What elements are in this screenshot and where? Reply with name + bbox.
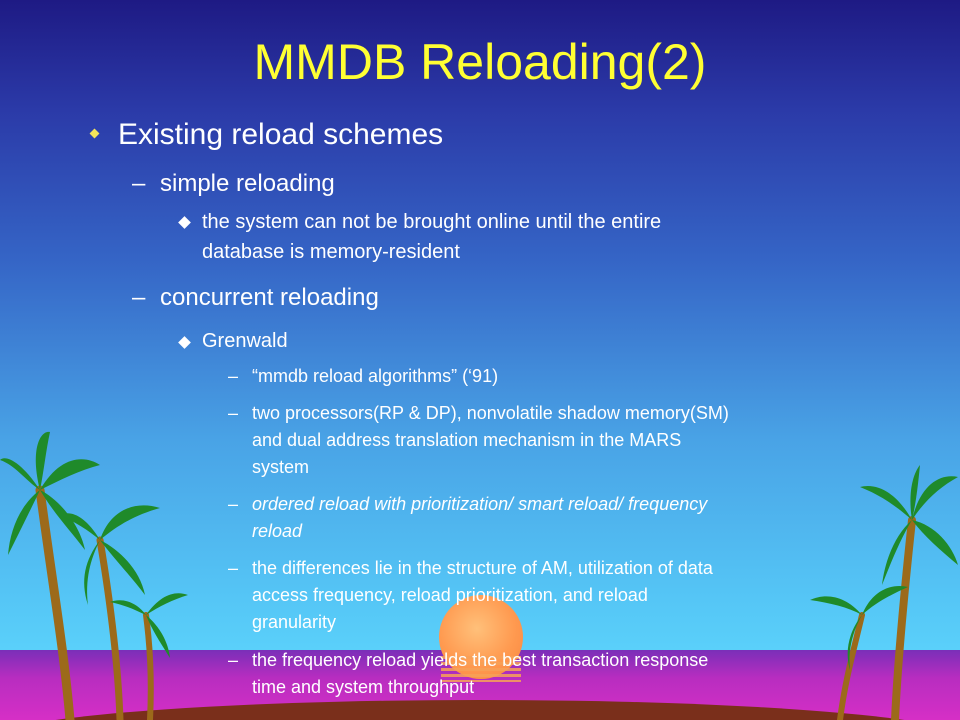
dash-marker: – [228, 366, 239, 386]
point-line: ordered reload with prioritization/ smar… [252, 494, 708, 514]
heading-existing-reload-schemes: Existing reload schemes [118, 118, 444, 151]
simple-reloading-label: simple reloading [160, 170, 335, 197]
point-line: time and system throughput [252, 677, 475, 697]
point-line: the frequency reload yields the best tra… [252, 650, 709, 670]
point-line: granularity [252, 612, 337, 632]
simple-reloading-detail-line: the system can not be brought online unt… [202, 211, 662, 233]
diamond-bullet-icon [89, 128, 100, 139]
point-line: reload [252, 521, 303, 541]
point-line: system [252, 457, 310, 477]
dash-marker: – [228, 650, 239, 670]
point-line: two processors(RP & DP), nonvolatile sha… [252, 403, 729, 423]
point-line: the differences lie in the structure of … [252, 558, 713, 578]
dash-marker: – [132, 284, 146, 311]
diamond-bullet-icon [178, 336, 191, 349]
sun-reflection [441, 656, 521, 682]
point-line: and dual address translation mechanism i… [252, 430, 682, 450]
dash-marker: – [228, 494, 239, 514]
island [0, 700, 960, 720]
palm-tree-icon [810, 465, 958, 720]
dash-marker: – [132, 170, 146, 197]
point-line: access frequency, reload prioritization,… [252, 585, 648, 605]
simple-reloading-detail-line: database is memory-resident [202, 241, 460, 263]
point-line: “mmdb reload algorithms” (‘91) [252, 366, 499, 386]
dash-marker: – [228, 558, 239, 578]
palm-tree-icon [0, 431, 188, 720]
dash-marker: – [228, 403, 239, 423]
grenwald-label: Grenwald [202, 330, 288, 352]
diamond-bullet-icon [178, 216, 191, 229]
concurrent-reloading-label: concurrent reloading [160, 284, 379, 311]
slide-title: MMDB Reloading(2) [253, 34, 707, 90]
